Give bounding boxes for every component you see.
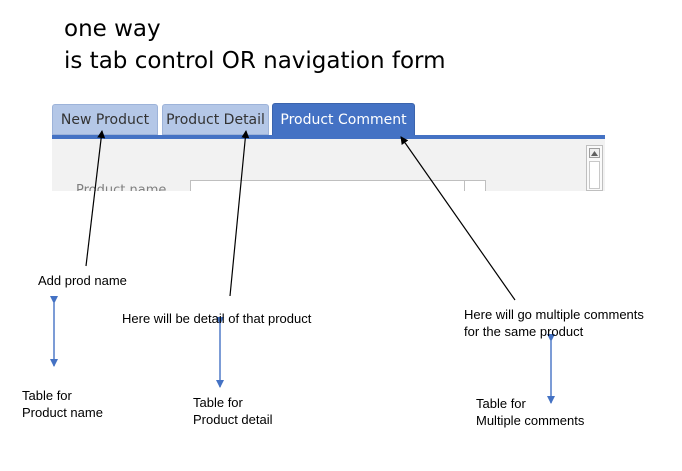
arrow-to-product-detail-tab xyxy=(229,130,250,297)
arrow-to-new-product-tab xyxy=(85,130,106,267)
arrow-to-product-comment-tab xyxy=(400,136,516,301)
annotation-table-line-2: Product detail xyxy=(193,412,273,427)
scroll-up-arrow-icon[interactable] xyxy=(589,148,600,158)
annotation-table-product-name: Table for Product name xyxy=(22,387,103,421)
annotation-detail: Here will be detail of that product xyxy=(122,311,312,326)
annotation-table-line-1: Table for xyxy=(476,396,526,411)
tab-product-detail[interactable]: Product Detail xyxy=(162,104,269,135)
product-name-label: Product name xyxy=(76,183,167,191)
tab-label: Product Detail xyxy=(166,111,265,128)
scroll-thumb[interactable] xyxy=(589,161,600,189)
annotation-table-line-2: Product name xyxy=(22,405,103,420)
annotation-comments-line-2: for the same product xyxy=(464,324,584,339)
vertical-scrollbar[interactable] xyxy=(586,145,603,191)
heading-line-1: one way xyxy=(64,16,161,42)
tab-page-content: Product name xyxy=(52,139,605,191)
annotation-comments-line-1: Here will go multiple comments xyxy=(464,307,644,322)
annotation-table-product-detail: Table for Product detail xyxy=(193,394,273,428)
tab-label: Product Comment xyxy=(280,111,407,128)
annotation-table-line-1: Table for xyxy=(22,388,72,403)
field-dropdown-button[interactable] xyxy=(464,180,485,191)
annotation-table-comments: Table for Multiple comments xyxy=(476,395,584,429)
tab-label: New Product xyxy=(60,111,150,128)
tab-underline xyxy=(52,135,605,139)
annotation-table-line-1: Table for xyxy=(193,395,243,410)
annotation-table-line-2: Multiple comments xyxy=(476,413,585,428)
annotation-add-prod-name: Add prod name xyxy=(38,273,127,288)
annotation-comments: Here will go multiple comments for the s… xyxy=(464,306,644,340)
product-name-field[interactable] xyxy=(190,180,486,191)
heading-line-2: is tab control OR navigation form xyxy=(64,48,446,74)
